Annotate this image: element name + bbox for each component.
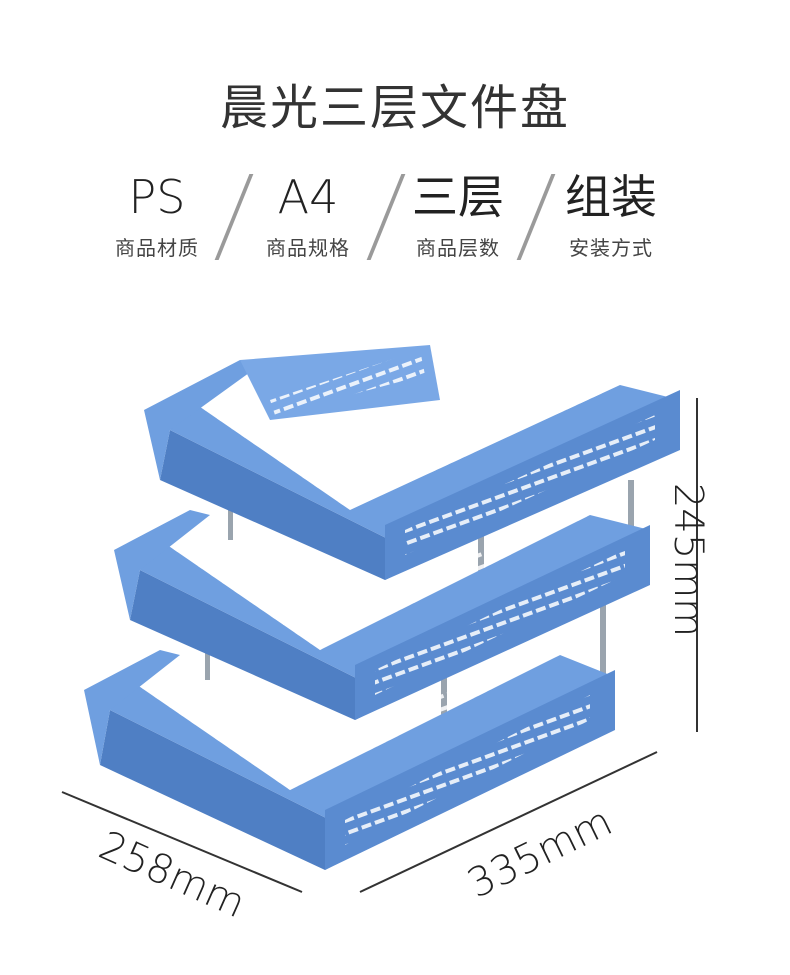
tray-bottom: [84, 650, 615, 870]
width-dimension-line: [359, 751, 658, 893]
spec-material-label: 商品材质: [115, 236, 199, 260]
spec-install-value: 组装: [565, 170, 657, 224]
spec-size: A4 商品规格: [256, 168, 360, 261]
height-dimension-label: 245mm: [665, 482, 711, 638]
product-stage: 245mm 258mm 335mm: [0, 290, 790, 971]
spec-install: 组装 安装方式: [556, 168, 666, 261]
spec-material: PS 商品材质: [105, 168, 209, 261]
spec-size-value: A4: [277, 170, 339, 224]
rod: [600, 600, 606, 680]
spec-size-label: 商品规格: [266, 236, 350, 260]
spec-install-label: 安装方式: [569, 236, 653, 260]
spec-layers: 三层 商品层数: [406, 168, 510, 261]
spec-layers-label: 商品层数: [416, 236, 500, 260]
divider-slash: [214, 174, 254, 260]
rod: [205, 640, 210, 680]
spec-layers-value: 三层: [412, 170, 504, 224]
dimension-lines: [61, 398, 698, 893]
rod: [228, 500, 233, 540]
tray-middle: [114, 510, 650, 720]
divider-slash: [366, 174, 406, 260]
rod: [628, 480, 634, 550]
divider-slash: [516, 174, 556, 260]
page-title: 晨光三层文件盘: [219, 80, 570, 136]
tray-top: [144, 345, 680, 580]
depth-dimension-line: [61, 791, 303, 893]
spec-row: PS 商品材质 A4 商品规格 三层 商品层数 组装 安装方式: [0, 168, 790, 268]
spec-material-value: PS: [128, 170, 186, 224]
file-tray-illustration: [61, 345, 698, 893]
